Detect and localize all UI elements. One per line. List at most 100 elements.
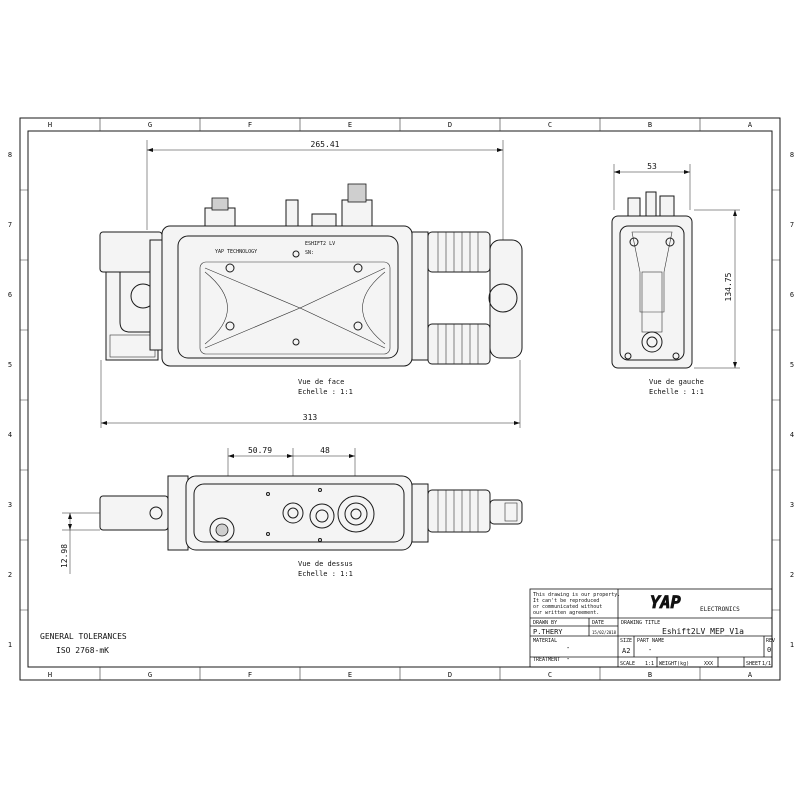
grid-col-a-top: A <box>748 121 753 129</box>
logo-yap: YAP <box>650 593 681 613</box>
grid-col-g-top: G <box>148 121 152 129</box>
top-view-title: Vue de dessus <box>298 560 353 568</box>
dimension-top-side: 12.98 <box>60 512 100 574</box>
grid-col-a-bottom: A <box>748 671 753 679</box>
grid-column-labels-top: H G F E D C B A <box>48 121 753 129</box>
rev-value: 0 <box>767 646 771 654</box>
top-view-scale: Echelle : 1:1 <box>298 570 353 578</box>
weight-value: XXX <box>704 661 713 667</box>
part-name-label: PART NAME <box>637 638 664 644</box>
dimension-front-total-label: 313 <box>303 413 318 422</box>
grid-row-4-left: 4 <box>8 431 12 439</box>
grid-row-2-left: 2 <box>8 571 12 579</box>
grid-col-h-bottom: H <box>48 671 52 679</box>
left-view-title: Vue de gauche <box>649 378 704 386</box>
front-sn-marking: SN: <box>305 250 314 256</box>
grid-col-d-top: D <box>448 121 452 129</box>
sheet-value: 1/1 <box>762 661 771 667</box>
grid-col-b-top: B <box>648 121 652 129</box>
grid-row-7-left: 7 <box>8 221 12 229</box>
grid-col-f-bottom: F <box>248 671 252 679</box>
front-view-title: Vue de face <box>298 378 344 386</box>
dimension-front-total: 313 <box>100 360 521 428</box>
front-bellows <box>427 231 523 365</box>
dimension-left-width: 53 <box>613 162 691 210</box>
top-view-housing <box>185 475 413 551</box>
dimension-top-b: 48 <box>293 446 356 480</box>
dimension-left-height-label: 134.75 <box>724 272 733 301</box>
size-label: SIZE <box>620 638 632 644</box>
treatment-value: - <box>566 655 570 663</box>
grid-row-5-left: 5 <box>8 361 12 369</box>
property-note-line-3: or communicated without <box>533 604 602 610</box>
grid-row-6-right: 6 <box>790 291 794 299</box>
left-view: 53 Vue de gauche Echelle : 1:1 134.75 <box>611 162 740 396</box>
dimension-top-a-label: 50.79 <box>248 446 272 455</box>
logo-electronics: ELECTRONICS <box>700 606 740 613</box>
dimension-front-width: 265.41 <box>146 140 504 240</box>
grid-row-4-right: 4 <box>790 431 794 439</box>
property-note-line-1: This drawing is our property. <box>533 592 620 598</box>
dimension-front-width-label: 265.41 <box>311 140 340 149</box>
grid-col-c-bottom: C <box>548 671 552 679</box>
front-brand-marking: YAP TECHNOLOGY <box>215 249 257 255</box>
grid-col-g-bottom: G <box>148 671 152 679</box>
rev-label: REV <box>766 638 775 644</box>
grid-row-8-left: 8 <box>8 151 12 159</box>
property-note-line-2: It can't be reproduced <box>533 598 599 604</box>
grid-col-c-top: C <box>548 121 552 129</box>
top-bellows <box>427 489 523 533</box>
grid-row-labels-left: 8 7 6 5 4 3 2 1 <box>8 151 12 649</box>
front-model-marking: ESHIFT2 LV <box>305 241 335 247</box>
grid-row-1-right: 1 <box>790 641 794 649</box>
dimension-left-height: 134.75 <box>694 209 740 369</box>
grid-row-1-left: 1 <box>8 641 12 649</box>
yap-electronics-logo: YAP ELECTRONICS <box>650 593 741 614</box>
front-view-scale: Echelle : 1:1 <box>298 388 353 396</box>
dimension-top-b-label: 48 <box>320 446 330 455</box>
scale-label: SCALE <box>620 661 635 667</box>
weight-label: WEIGHT(kg) <box>659 661 689 667</box>
drawing-title-label: DRAWING TITLE <box>621 620 660 626</box>
treatment-label: TREATMENT <box>533 657 560 663</box>
dimension-top-a: 50.79 <box>227 446 294 480</box>
grid-col-b-bottom: B <box>648 671 652 679</box>
drawn-by-value: P.THERY <box>533 628 563 636</box>
front-view: 265.41 YAP TECHNOLOGY ESHIFT2 LV SN: <box>99 140 523 428</box>
material-label: MATERIAL <box>533 638 557 644</box>
title-block: This drawing is our property. It can't b… <box>529 588 775 668</box>
material-value: - <box>566 644 570 652</box>
part-name-value: - <box>648 646 652 654</box>
dimension-left-width-label: 53 <box>647 162 657 171</box>
grid-col-h-top: H <box>48 121 52 129</box>
grid-row-3-right: 3 <box>790 501 794 509</box>
general-tolerances-standard: ISO 2768-mK <box>56 646 109 655</box>
top-view: 50.79 48 <box>60 446 523 578</box>
grid-col-e-bottom: E <box>348 671 352 679</box>
grid-row-8-right: 8 <box>790 151 794 159</box>
grid-ticks <box>20 118 780 680</box>
grid-row-5-right: 5 <box>790 361 794 369</box>
scale-value: 1:1 <box>645 661 654 667</box>
front-view-housing <box>161 225 413 367</box>
date-label: DATE <box>592 620 604 626</box>
grid-row-2-right: 2 <box>790 571 794 579</box>
dimension-top-side-label: 12.98 <box>60 544 69 568</box>
grid-row-6-left: 6 <box>8 291 12 299</box>
grid-column-labels-bottom: H G F E D C B A <box>48 671 753 679</box>
grid-row-7-right: 7 <box>790 221 794 229</box>
left-view-housing <box>611 215 693 369</box>
drawing-title-value: Eshift2LV_MEP_V1a <box>662 627 744 636</box>
grid-col-f-top: F <box>248 121 252 129</box>
property-note-line-4: our written agreement. <box>533 610 599 616</box>
size-value: A2 <box>622 647 630 655</box>
drawn-by-label: DRAWN BY <box>533 620 557 626</box>
grid-row-labels-right: 8 7 6 5 4 3 2 1 <box>790 151 794 649</box>
grid-row-3-left: 3 <box>8 501 12 509</box>
grid-col-e-top: E <box>348 121 352 129</box>
left-view-scale: Echelle : 1:1 <box>649 388 704 396</box>
date-value: 15/02/2018 <box>592 630 617 635</box>
grid-col-d-bottom: D <box>448 671 452 679</box>
sheet-label: SHEET <box>746 661 761 667</box>
